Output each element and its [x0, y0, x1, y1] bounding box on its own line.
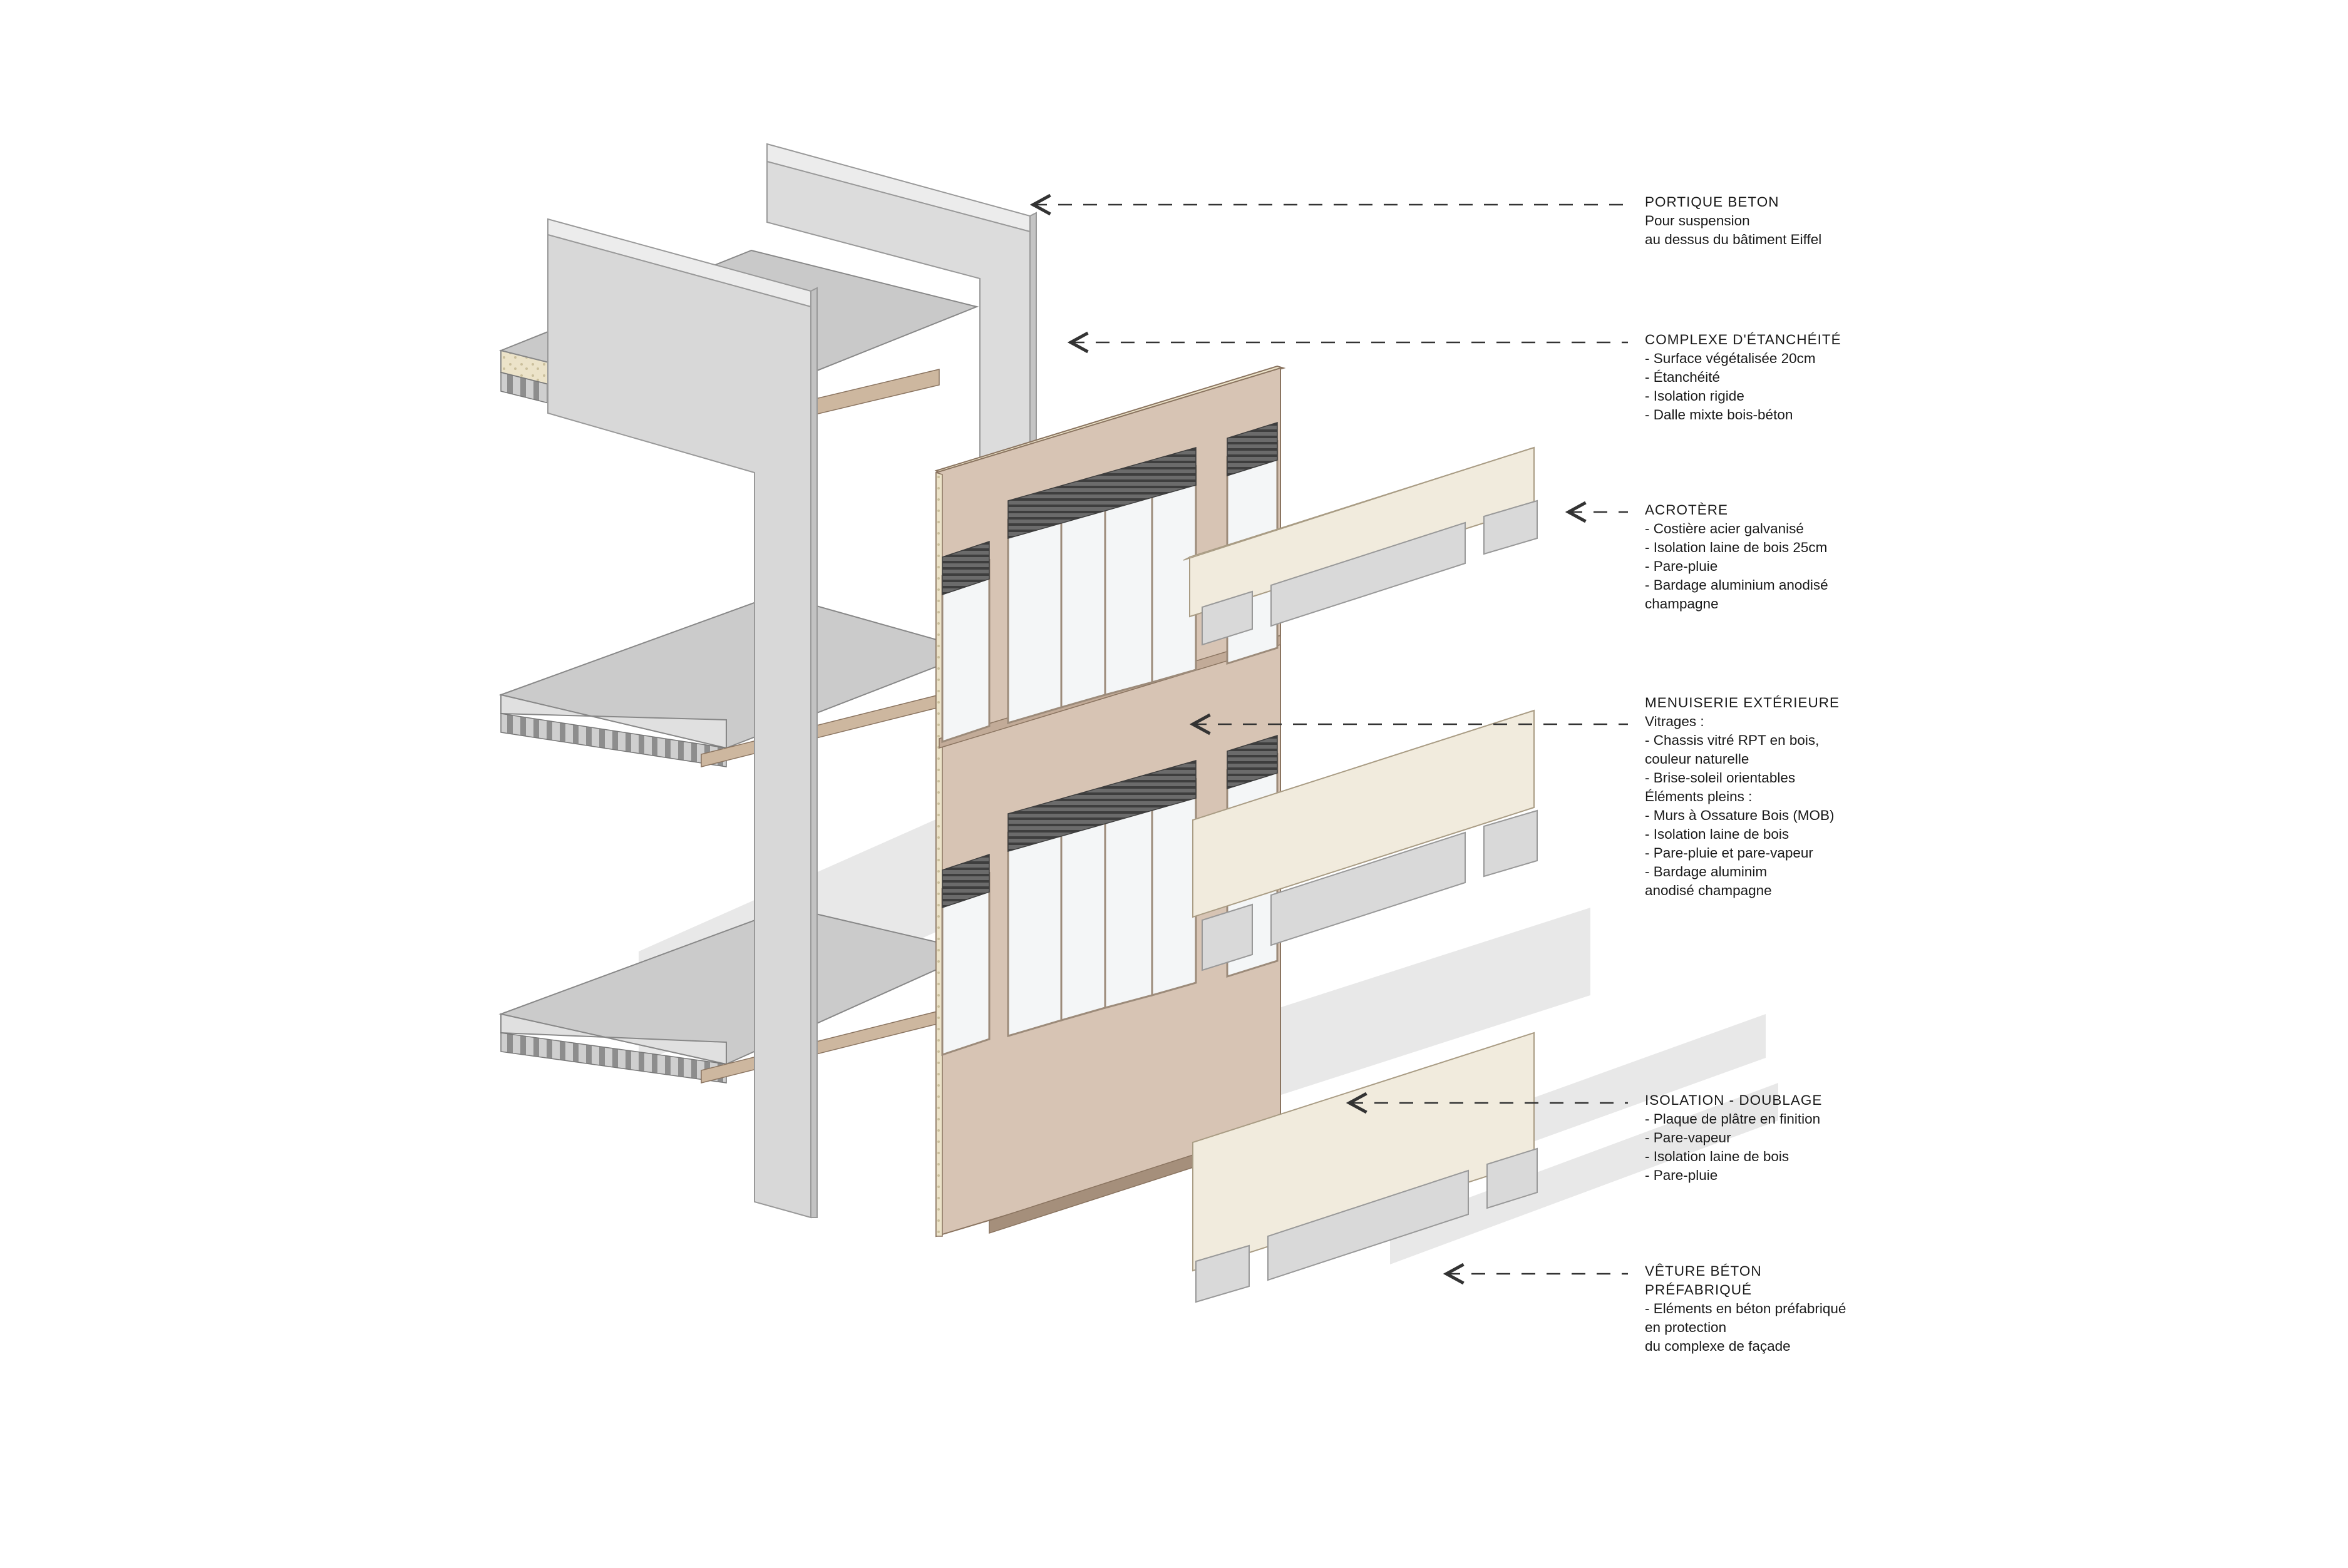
acrotere-top	[1183, 447, 1535, 561]
lower-concrete-1	[1195, 1244, 1250, 1303]
label-portique: PORTIQUE BETON Pour suspension au dessus…	[1645, 193, 1821, 249]
slab-middle-edge	[500, 694, 727, 749]
label-etancheite-line: - Surface végétalisée 20cm	[1645, 351, 1816, 366]
label-acrotere-line: - Pare-pluie	[1645, 558, 1718, 574]
label-menuiserie-title: MENUISERIE EXTÉRIEURE	[1645, 695, 1840, 710]
label-isolation-title: ISOLATION - DOUBLAGE	[1645, 1092, 1823, 1108]
label-isolation-line: - Plaque de plâtre en finition	[1645, 1111, 1821, 1127]
label-menuiserie-line: anodisé champagne	[1645, 883, 1772, 898]
lower-concrete-3	[1486, 1147, 1538, 1209]
label-acrotere: ACROTÈRE - Costière acier galvanisé - Is…	[1645, 501, 1828, 613]
label-menuiserie-line: couleur naturelle	[1645, 751, 1749, 767]
label-etancheite: COMPLEXE D'ÉTANCHÉITÉ - Surface végétali…	[1645, 331, 1841, 424]
label-veture-line: du complexe de façade	[1645, 1338, 1791, 1354]
menuiserie-panels	[1192, 709, 1538, 971]
acrotere-panels	[1183, 446, 1538, 646]
label-etancheite-line: - Dalle mixte bois-béton	[1645, 407, 1793, 423]
label-acrotere-line: champagne	[1645, 596, 1719, 612]
label-acrotere-line: - Costière acier galvanisé	[1645, 521, 1804, 536]
acrotere-concrete-3	[1483, 500, 1538, 555]
upper-louvres	[1007, 447, 1197, 539]
label-isolation-line: - Isolation laine de bois	[1645, 1149, 1789, 1164]
label-menuiserie-line: Vitrages :	[1645, 714, 1704, 729]
middle-concrete-2	[1270, 831, 1466, 946]
slab-bottom-ribs	[500, 1032, 727, 1084]
label-etancheite-line: - Isolation rigide	[1645, 388, 1744, 404]
label-menuiserie-line: - Murs à Ossature Bois (MOB)	[1645, 807, 1835, 823]
label-acrotere-title: ACROTÈRE	[1645, 502, 1729, 518]
concrete-front-column	[547, 218, 818, 1219]
label-portique-title: PORTIQUE BETON	[1645, 194, 1779, 210]
label-etancheite-line: - Étanchéité	[1645, 369, 1721, 385]
label-veture-line: - Eléments en béton préfabriqué	[1645, 1301, 1846, 1316]
label-menuiserie-line: Éléments pleins :	[1645, 789, 1753, 804]
label-veture-title: VÊTURE BÉTON	[1645, 1263, 1762, 1279]
label-etancheite-title: COMPLEXE D'ÉTANCHÉITÉ	[1645, 332, 1841, 347]
slab-bottom-edge	[500, 1013, 727, 1065]
label-menuiserie-line: - Isolation laine de bois	[1645, 826, 1789, 842]
label-menuiserie-line: - Chassis vitré RPT en bois,	[1645, 732, 1820, 748]
leader-lines	[1033, 205, 1628, 1274]
label-veture-line: en protection	[1645, 1319, 1727, 1335]
lower-concrete-2	[1267, 1169, 1469, 1281]
facade-insulation-strip-left	[935, 471, 943, 1237]
acrotere-concrete-1	[1202, 590, 1253, 646]
label-veture: VÊTURE BÉTON PRÉFABRIQUÉ - Eléments en b…	[1645, 1262, 1846, 1356]
middle-concrete-1	[1202, 903, 1253, 971]
label-portique-line: au dessus du bâtiment Eiffel	[1645, 232, 1822, 247]
label-acrotere-line: - Isolation laine de bois 25cm	[1645, 540, 1828, 555]
label-menuiserie: MENUISERIE EXTÉRIEURE Vitrages : - Chass…	[1645, 694, 1840, 900]
lower-louvres	[1007, 760, 1197, 852]
middle-concrete-3	[1483, 809, 1538, 878]
label-acrotere-line: - Bardage aluminium anodisé	[1645, 577, 1828, 593]
label-isolation: ISOLATION - DOUBLAGE - Plaque de plâtre …	[1645, 1091, 1822, 1185]
slab-middle-ribs	[500, 713, 727, 767]
label-isolation-line: - Pare-pluie	[1645, 1167, 1718, 1183]
isolation-panels	[1192, 1032, 1538, 1303]
label-menuiserie-line: - Pare-pluie et pare-vapeur	[1645, 845, 1813, 861]
label-portique-line: Pour suspension	[1645, 213, 1750, 228]
label-menuiserie-line: - Bardage aluminim	[1645, 864, 1768, 879]
acrotere-concrete-2	[1270, 521, 1466, 627]
label-menuiserie-line: - Brise-soleil orientables	[1645, 770, 1796, 786]
label-isolation-line: - Pare-vapeur	[1645, 1130, 1731, 1145]
timber-facade-panel	[934, 365, 1286, 1237]
label-veture-line: PRÉFABRIQUÉ	[1645, 1282, 1753, 1298]
middle-cream-panel	[1192, 709, 1535, 918]
